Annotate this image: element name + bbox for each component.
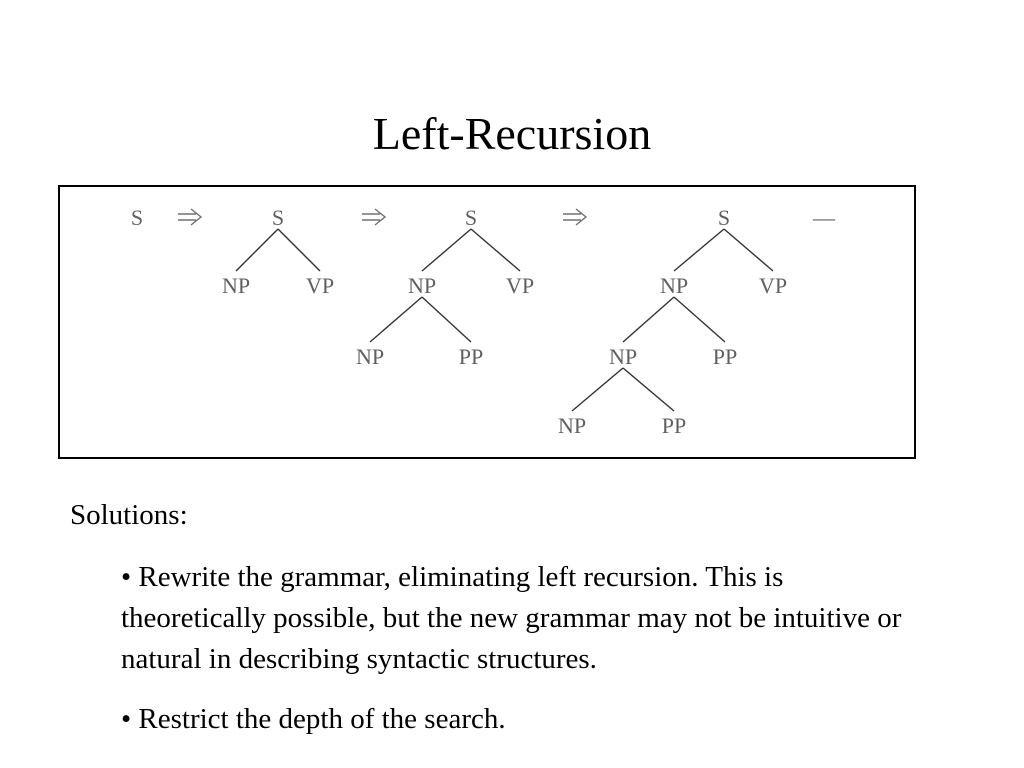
derives-arrow-icon — [563, 208, 588, 226]
derivation-trees: S S NP VP S NP VP NP PP S NP VP NP PP NP PP — — [131, 205, 836, 438]
tree-node-pp: PP — [713, 344, 737, 369]
derivation-step-4: S NP VP NP PP NP PP — [558, 205, 787, 438]
tree-node-s: S — [718, 205, 730, 230]
tree-edge — [421, 296, 472, 343]
tree-node-np: NP — [660, 273, 688, 298]
slide-title: Left-Recursion — [372, 108, 652, 159]
derivation-step-3: S NP VP NP PP — [356, 205, 534, 369]
tree-node-np: NP — [558, 413, 586, 438]
tree-edge — [622, 296, 675, 343]
tree-edge — [421, 228, 472, 272]
derivation-step-2: S NP VP — [222, 205, 334, 298]
continuation-mark: — — [812, 205, 836, 230]
tree-node-vp: VP — [759, 273, 787, 298]
tree-node-s: S — [272, 205, 284, 230]
derives-arrow-icon — [362, 208, 387, 226]
tree-node-np: NP — [408, 273, 436, 298]
derives-arrow-icon — [178, 208, 203, 226]
tree-node-np: NP — [222, 273, 250, 298]
tree-edge — [673, 228, 725, 272]
tree-edge — [622, 367, 675, 412]
tree-node-np: NP — [356, 344, 384, 369]
solution-item-restrict-depth: • Restrict the depth of the search. — [121, 703, 506, 735]
tree-edge — [235, 228, 279, 272]
tree-node-vp: VP — [506, 273, 534, 298]
tree-edge — [571, 367, 624, 412]
solution-item-rewrite-grammar: • Rewrite the grammar, eliminating left … — [121, 561, 902, 675]
tree-edge — [470, 228, 521, 272]
tree-edge — [673, 296, 726, 343]
tree-edge — [277, 228, 321, 272]
solutions-heading: Solutions: — [70, 499, 188, 531]
tree-node-s: S — [131, 205, 143, 230]
tree-node-np: NP — [609, 344, 637, 369]
tree-node-vp: VP — [306, 273, 334, 298]
tree-node-pp: PP — [662, 413, 686, 438]
tree-edge — [723, 228, 774, 272]
tree-edge — [369, 296, 423, 343]
derivation-step-1: S — [131, 205, 143, 230]
tree-node-pp: PP — [459, 344, 483, 369]
derivation-diagram: S S NP VP S NP VP NP PP S NP VP NP PP NP PP — — [58, 185, 916, 459]
tree-node-s: S — [465, 205, 477, 230]
